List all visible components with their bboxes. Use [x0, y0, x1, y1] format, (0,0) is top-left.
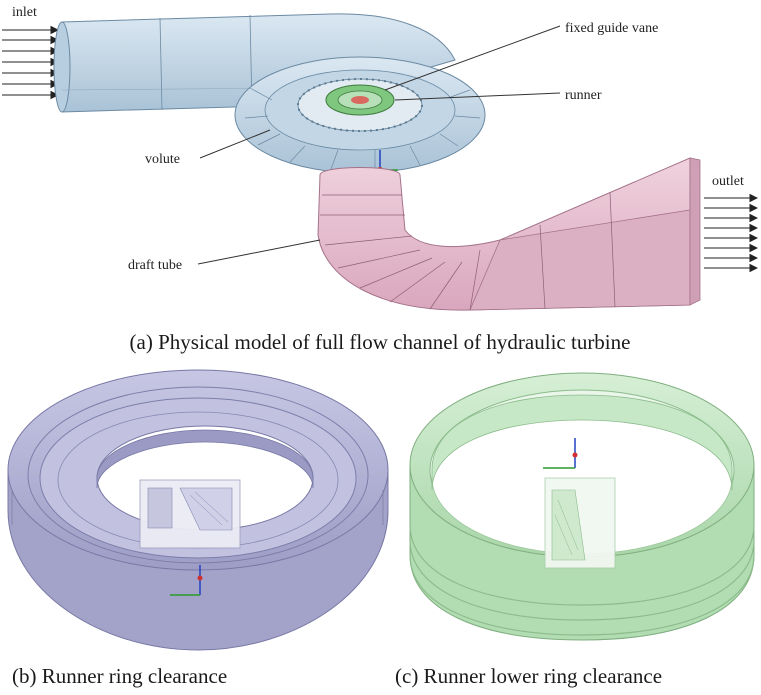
leader-lines [197, 25, 561, 265]
caption-b: (b) Runner ring clearance [12, 664, 227, 688]
inlet-arrows [2, 25, 60, 100]
label-draft-tube: draft tube [128, 258, 182, 273]
panel-b: (b) Runner ring clearance [7, 369, 389, 688]
label-fixed-guide-vane: fixed guide vane [565, 21, 658, 36]
outlet-arrows [704, 193, 759, 273]
volute-model [53, 13, 486, 174]
label-outlet: outlet [712, 174, 744, 189]
draft-tube-model [317, 157, 701, 311]
label-volute: volute [145, 152, 180, 167]
caption-a: (a) Physical model of full flow channel … [130, 330, 631, 354]
label-runner: runner [565, 88, 602, 103]
panel-c: (c) Runner lower ring clearance [395, 372, 755, 688]
caption-c: (c) Runner lower ring clearance [395, 664, 662, 688]
panel-a: inlet fixed guide vane runner volute out… [2, 5, 759, 354]
label-inlet: inlet [12, 5, 37, 20]
